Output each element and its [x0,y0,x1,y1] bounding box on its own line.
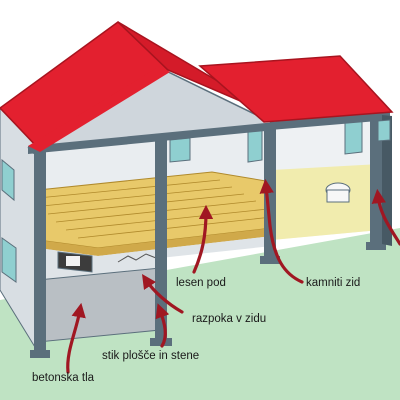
front-frame [28,112,390,354]
window [169,137,191,163]
label-slab-wall-joint: stik plošče in stene [102,350,200,362]
right-post [382,115,392,246]
post-foot [30,350,50,358]
post-foot [260,256,280,264]
arrow-concrete-floor [66,302,86,374]
ground [0,228,400,400]
arrow-wooden-floor [192,204,214,274]
window [377,119,391,142]
window [1,237,17,283]
window [344,120,363,155]
washing-machine-base [326,189,350,203]
arrow-stone-wall [259,178,304,284]
post-foot [150,338,172,346]
arrow-wall-crack [142,274,184,314]
label-wall-crack: razpoka v zidu [192,313,267,325]
wing-floor [272,164,380,240]
window [247,128,263,163]
wall-crack [117,253,157,263]
window [1,158,15,202]
arrow-wing-floor [371,188,400,246]
entry-arrows [66,178,400,374]
label-concrete-ground: betonska tla [32,372,95,384]
label-wooden-floor: lesen pod [176,277,226,289]
roof-eave [28,66,170,152]
label-stone-wall: kamniti zid [306,277,361,289]
post-foot [366,242,386,250]
concrete-slab [37,267,161,343]
arrow-slab-joint [155,303,170,348]
vent-grille [66,256,80,266]
wing-roof [198,55,394,123]
